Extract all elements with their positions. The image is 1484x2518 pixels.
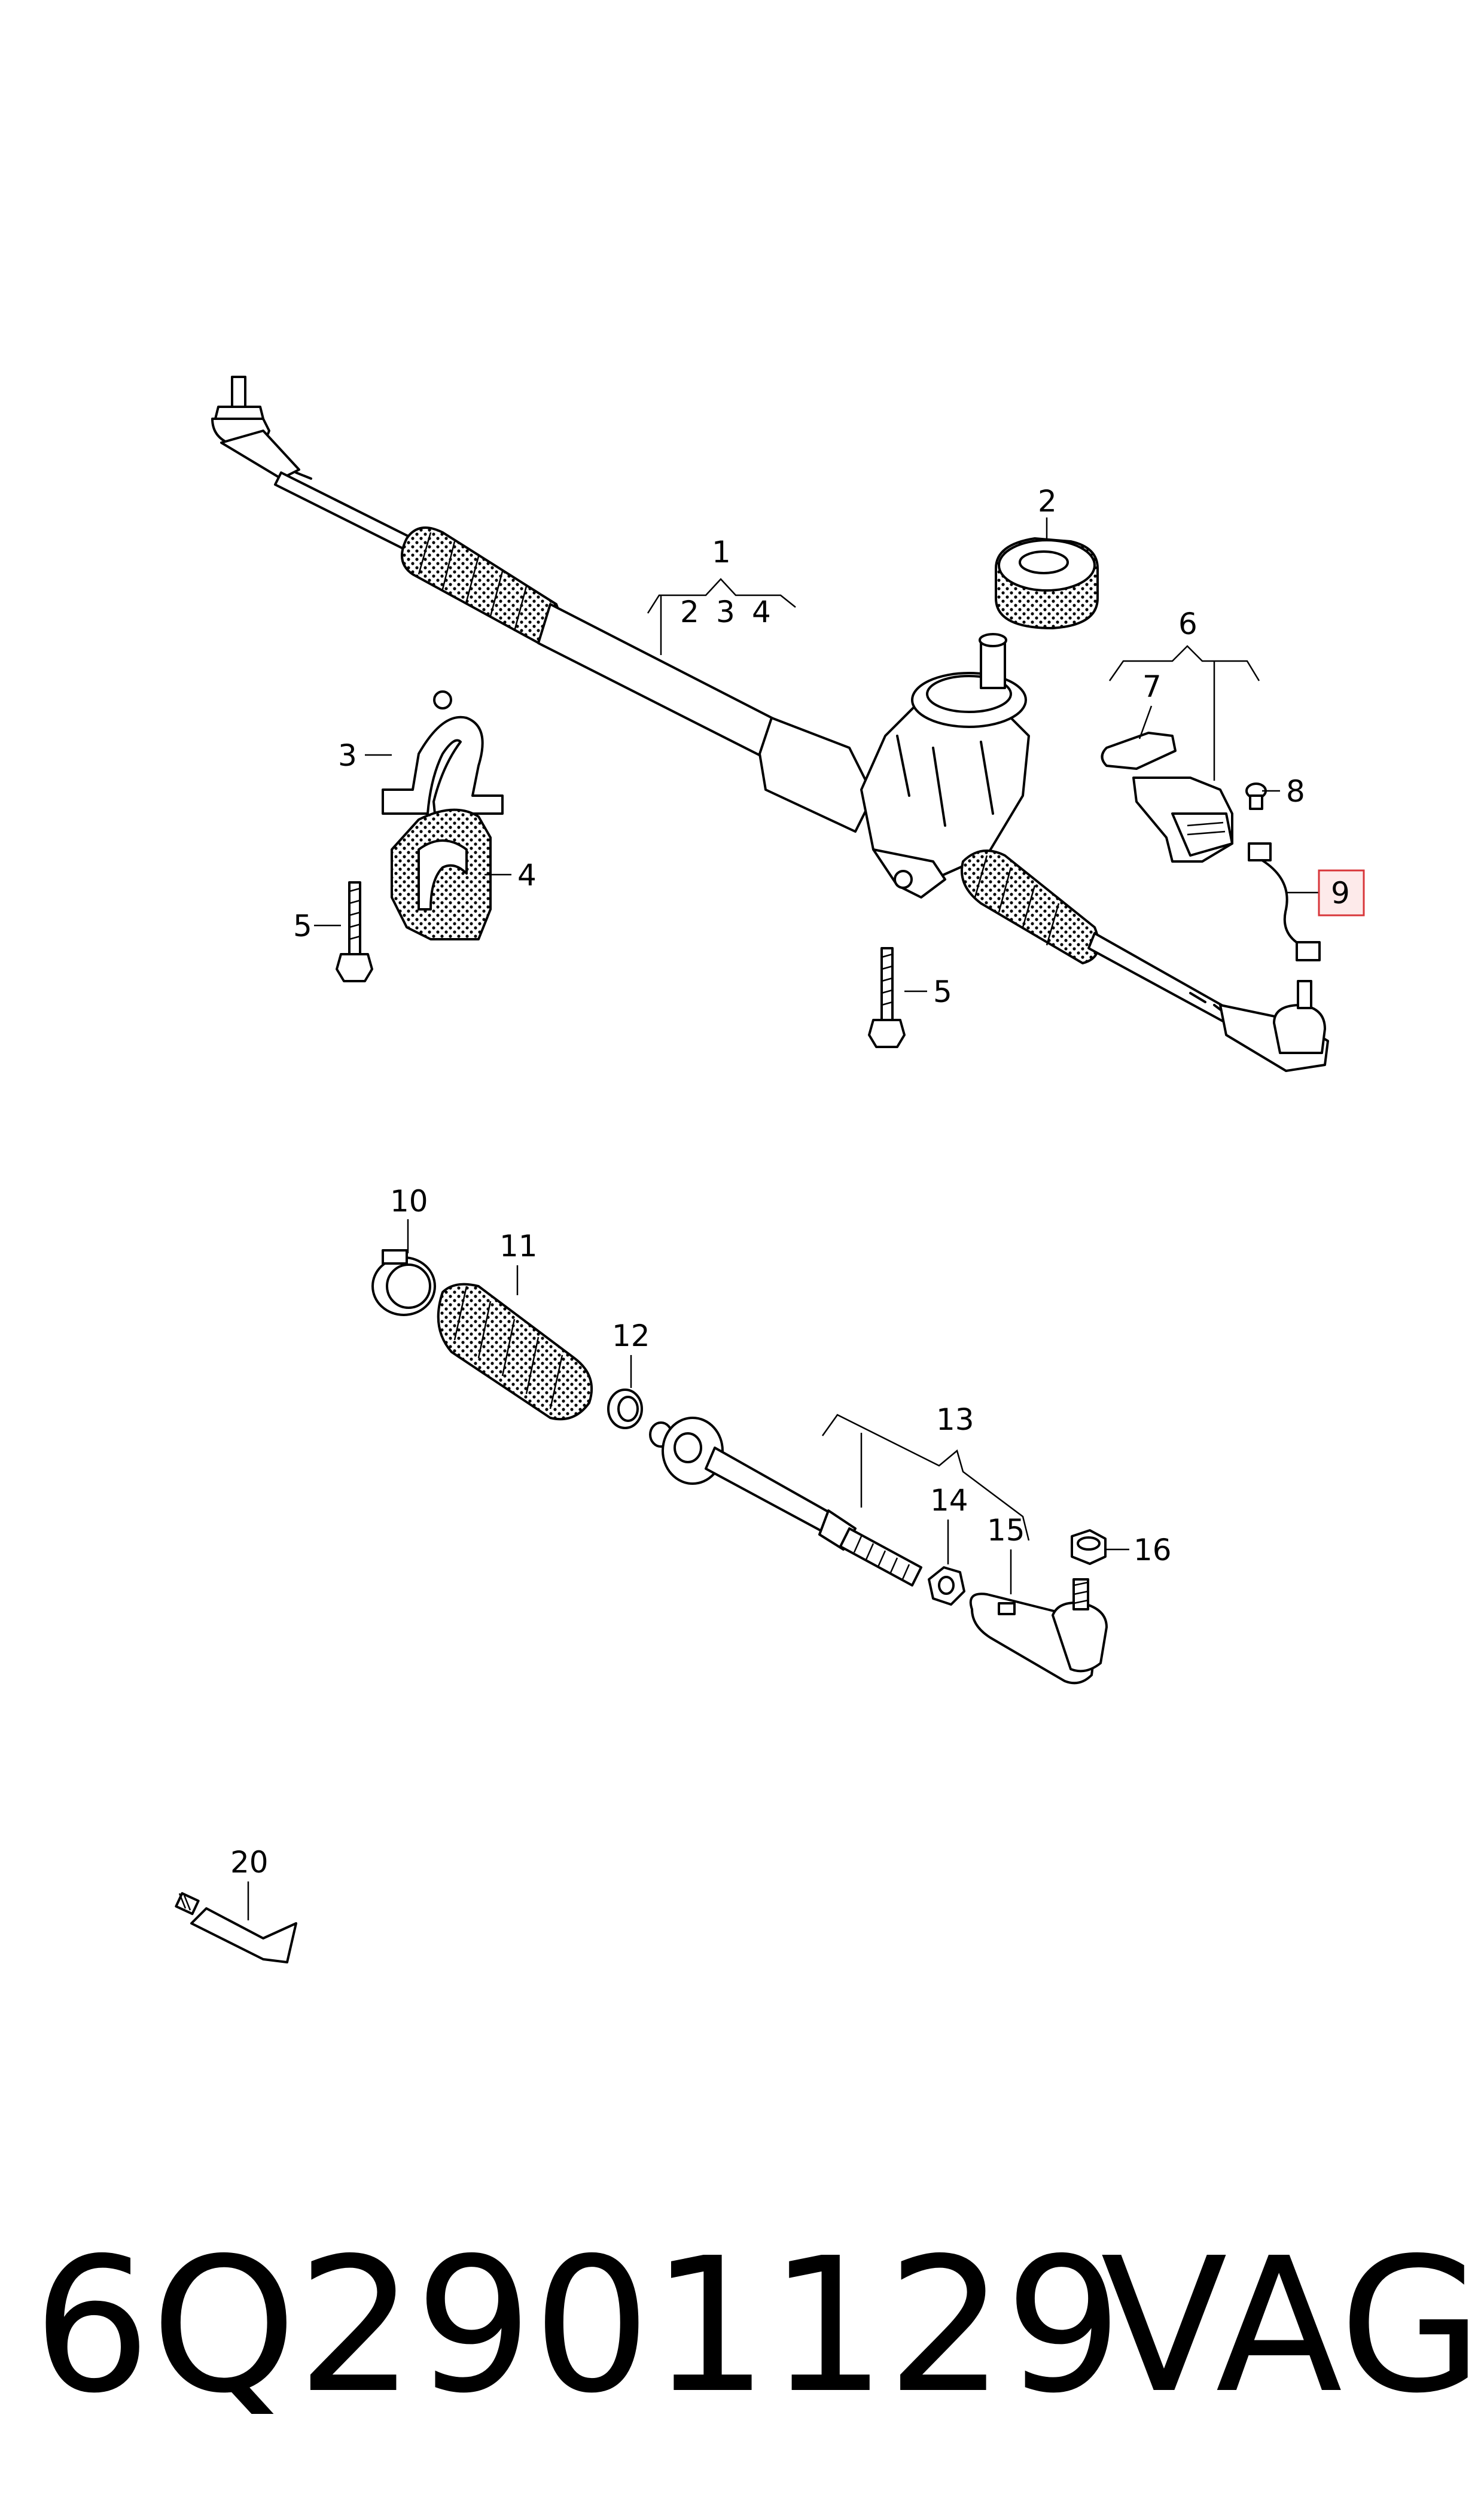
part-4-rubber-mount <box>391 808 492 940</box>
rack-housing-mount <box>758 717 874 833</box>
label-16: 16 <box>1133 1533 1172 1567</box>
label-4: 4 <box>517 858 537 893</box>
part-number: 6Q2901129 <box>33 2218 1123 2434</box>
leader-lines <box>247 517 1319 1920</box>
label-12: 12 <box>612 1319 650 1353</box>
label-15: 15 <box>987 1513 1025 1548</box>
pinion-valve-housing <box>860 633 1030 899</box>
label-1-sub-4: 4 <box>752 595 771 629</box>
label-1: 1 <box>712 535 731 570</box>
part-2-bushing <box>995 537 1099 629</box>
part-7-gasket <box>1101 732 1177 770</box>
left-tie-rod-end <box>211 376 300 480</box>
part-14-nut <box>928 1566 965 1606</box>
left-rack-boot <box>401 526 562 647</box>
highlight-box-part-9 <box>1318 869 1365 917</box>
label-8: 8 <box>1286 774 1305 809</box>
part-20-grease-tube <box>175 1892 297 1963</box>
label-6: 6 <box>1178 607 1197 641</box>
part-3-clamp-bracket <box>382 690 504 833</box>
part-13-inner-tie-rod <box>649 1417 922 1587</box>
label-11: 11 <box>499 1229 538 1263</box>
callout-labels: 1 2 3 4 2 3 4 5 5 6 7 8 9 10 11 12 13 14… <box>230 484 1350 1880</box>
right-tie-rod <box>1087 932 1233 1024</box>
part-10-clamp-ring <box>371 1249 436 1316</box>
label-9: 9 <box>1331 876 1350 911</box>
right-tie-rod-end <box>1219 980 1329 1072</box>
right-rack-boot <box>961 850 1100 964</box>
label-3: 3 <box>338 738 357 773</box>
part-11-boot <box>437 1283 593 1421</box>
part-6-control-module <box>1132 777 1233 863</box>
brand-name: VAG <box>1101 2218 1483 2434</box>
part-5-bolt-left <box>336 881 373 982</box>
part-16-nut <box>1071 1529 1107 1565</box>
label-13: 13 <box>936 1402 974 1437</box>
steering-rack-assembly <box>211 376 1329 1072</box>
label-5-left: 5 <box>293 909 312 943</box>
part-15-tie-rod-end <box>969 1578 1108 1685</box>
label-14: 14 <box>930 1483 968 1518</box>
label-2: 2 <box>1038 484 1057 519</box>
label-20: 20 <box>230 1845 269 1880</box>
label-7: 7 <box>1142 669 1162 704</box>
label-5-right: 5 <box>933 975 952 1009</box>
label-10: 10 <box>390 1184 428 1219</box>
part-12-clip <box>607 1389 643 1429</box>
label-1-sub-2: 2 <box>680 595 699 629</box>
part-9-wiring-harness <box>1248 842 1321 961</box>
left-tie-rod <box>274 471 420 555</box>
part-5-bolt-right <box>868 947 906 1048</box>
tie-rod-parts <box>371 1249 1108 1685</box>
part-8-screw <box>1245 783 1267 810</box>
label-1-sub-3: 3 <box>716 595 735 629</box>
